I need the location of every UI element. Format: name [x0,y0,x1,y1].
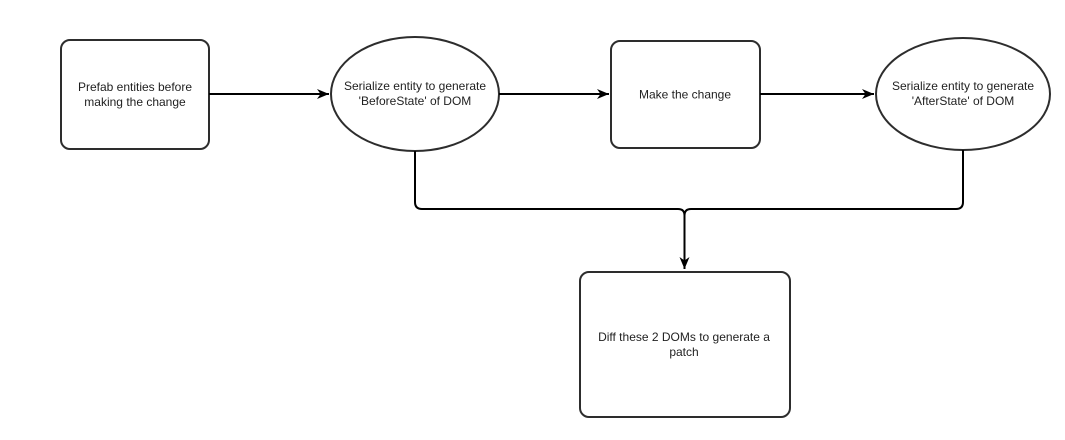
edge-serialize-before-to-diff [414,151,686,216]
node-serialize-before-shape [330,36,500,152]
node-serialize-after-shape [875,37,1051,151]
node-make-change-shape [610,40,761,149]
node-prefab-shape [60,39,210,150]
node-diff-shape [579,271,791,418]
edge-serialize-after-to-diff [683,150,964,216]
